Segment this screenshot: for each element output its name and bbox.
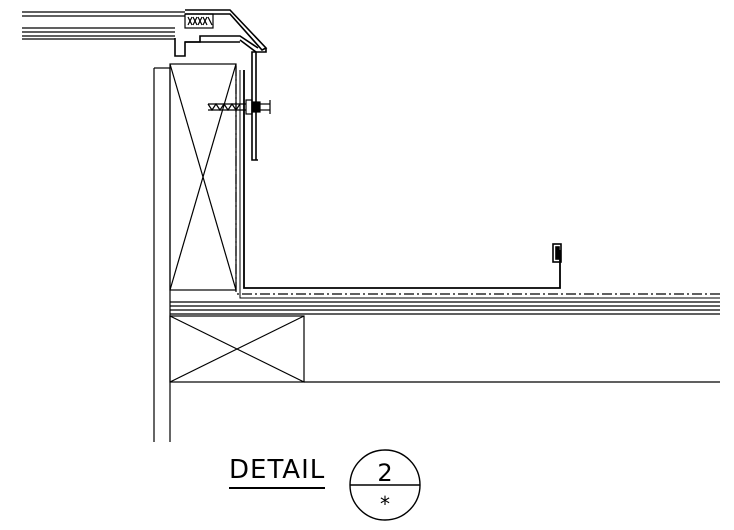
membrane-upturn	[235, 66, 720, 299]
wall-blocking	[169, 63, 237, 291]
insulation-block	[184, 13, 214, 29]
base-flashing	[243, 70, 561, 289]
roof-joist	[169, 315, 720, 383]
wall-sheathing	[153, 67, 171, 442]
seam-clip	[552, 243, 562, 263]
screw-fastener	[207, 99, 271, 115]
fascia-cap	[174, 9, 268, 161]
detail-sheet-reference: *	[380, 492, 390, 516]
detail-number: 2	[377, 459, 393, 487]
detail-bubble	[349, 449, 421, 521]
detail-title: DETAIL	[229, 455, 326, 489]
roof-deck-layers	[170, 301, 720, 315]
upper-roof-deck	[22, 11, 185, 40]
